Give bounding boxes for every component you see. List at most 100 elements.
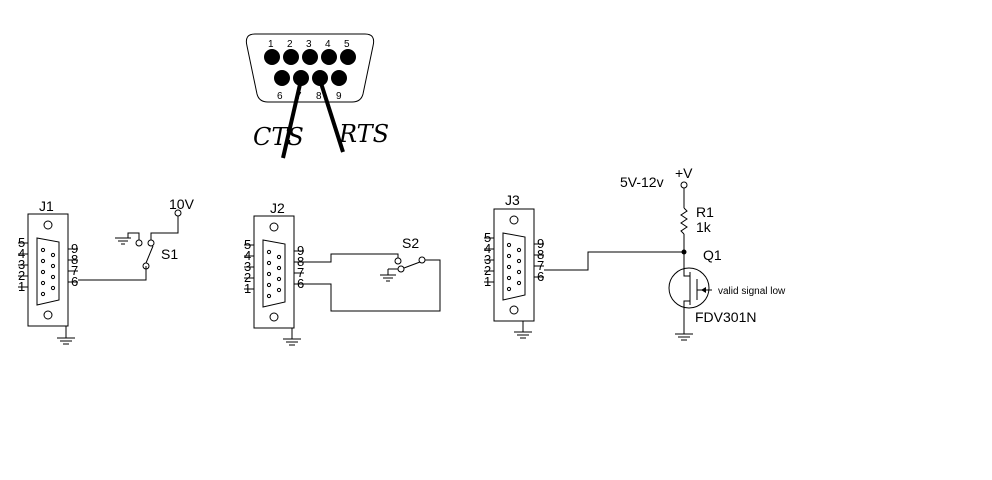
j1-body (27, 213, 69, 327)
db9-top-pin-number: 4 (325, 39, 331, 50)
j1-pin-number: 3 (18, 257, 25, 272)
j2-mount-hole (269, 312, 279, 322)
db9-pin-8 (312, 70, 328, 86)
j2-contacts (266, 249, 282, 299)
db9-pin-5 (340, 49, 356, 65)
j2-pin-number: 2 (244, 270, 251, 285)
j2-connector: J2 5 4 3 2 1 9 8 7 6 (244, 200, 441, 346)
j1-pin-number: 2 (18, 268, 25, 283)
ground-symbol (380, 274, 396, 282)
db9-pin-3 (302, 49, 318, 65)
j3-pin-number: 6 (537, 269, 544, 284)
j2-pin-number: 3 (244, 259, 251, 274)
j2-pin-number: 1 (244, 281, 251, 296)
j3-connector: J3 5 4 3 2 1 9 8 7 6 (484, 192, 684, 339)
j1-pin-number: 5 (18, 235, 25, 250)
j1-contacts (40, 247, 56, 297)
rts-wire (318, 79, 345, 153)
db9-bottom-pin-number: 9 (336, 91, 342, 102)
j2-pin-leads (244, 244, 304, 290)
j2-body (253, 215, 295, 329)
q1-circuit: 5V-12v +V R1 1k Q1 valid signal low FDV3… (620, 165, 786, 341)
ground-symbol (115, 237, 131, 245)
s1-ref-label: S1 (161, 246, 178, 262)
j3-pin-number: 9 (537, 236, 544, 251)
supply-terminal (680, 181, 688, 189)
ground-symbol (514, 321, 532, 339)
j3-ref-label: J3 (505, 192, 520, 208)
ground-symbol (675, 333, 693, 341)
db9-pin-7 (293, 70, 309, 86)
j3-body (493, 208, 535, 322)
db9-top-pin-number: 1 (268, 39, 274, 50)
j2-pin-number: 4 (244, 248, 251, 263)
j1-mount-hole (43, 310, 53, 320)
rts-label: RTS (338, 120, 389, 148)
q1-part-label: FDV301N (695, 309, 756, 325)
q1-ref-label: Q1 (703, 247, 722, 263)
db9-bottom-pin-number: 6 (277, 91, 283, 102)
s1-switch (127, 209, 182, 270)
j2-ref-label: J2 (270, 200, 285, 216)
j2-pin8-wire (304, 253, 399, 263)
j1-connector: J1 5 4 3 2 1 9 8 7 6 (18, 196, 195, 345)
j3-mount-hole (509, 215, 519, 225)
j1-pin-number: 4 (18, 246, 25, 261)
s2-switch (387, 256, 426, 275)
j3-pin-number: 8 (537, 247, 544, 262)
db9-shell-outline (245, 33, 375, 103)
signal-note: valid signal low (718, 286, 786, 297)
r1-value-label: 1k (696, 219, 712, 235)
s1-supply-label: 10V (169, 196, 195, 212)
j3-pin-number: 2 (484, 263, 491, 278)
ground-symbol (57, 326, 75, 345)
db9-top-pin-number: 2 (287, 39, 293, 50)
j2-mount-hole (269, 222, 279, 232)
r1-resistor (680, 207, 688, 235)
j3-pin-number: 7 (537, 258, 544, 273)
cts-wire (281, 79, 303, 159)
db9-pin-6 (274, 70, 290, 86)
j1-pin-number: 6 (71, 274, 78, 289)
q1-gate-arrow (701, 287, 706, 293)
j1-pin6-wire (78, 266, 147, 281)
supply-symbol-label: +V (675, 165, 693, 181)
q1-transistor-body (668, 267, 710, 309)
ground-symbol (283, 328, 301, 346)
j3-socket-outline (502, 232, 526, 301)
db9-top-pin-number: 5 (344, 39, 350, 50)
s2-ref-label: S2 (402, 235, 419, 251)
j1-pin-number: 7 (71, 263, 78, 278)
j3-mount-hole (509, 305, 519, 315)
supply-range-label: 5V-12v (620, 174, 664, 190)
j1-pin-number: 1 (18, 279, 25, 294)
j1-socket-outline (36, 237, 60, 306)
j2-socket-outline (262, 239, 286, 308)
j1-mount-hole (43, 220, 53, 230)
j3-pin-number: 3 (484, 252, 491, 267)
j1-pin-number: 9 (71, 241, 78, 256)
j3-contacts (506, 242, 522, 292)
j3-pin7-wire (544, 251, 684, 271)
db9-top-pin-number: 3 (306, 39, 312, 50)
cts-label: CTS (253, 123, 304, 151)
j2-pin6-wire (304, 259, 441, 312)
r1-ref-label: R1 (696, 204, 714, 220)
db9-pin-1 (264, 49, 280, 65)
j1-ref-label: J1 (39, 198, 54, 214)
j2-pin-number: 5 (244, 237, 251, 252)
db9-pin-9 (331, 70, 347, 86)
j3-pin-number: 4 (484, 241, 491, 256)
j1-pin-leads (18, 242, 78, 288)
db9-pin-2 (283, 49, 299, 65)
j2-pin-number: 8 (297, 254, 304, 269)
db9-bottom-pin-number: 8 (316, 91, 322, 102)
j1-pin-number: 8 (71, 252, 78, 267)
db9-pin-4 (321, 49, 337, 65)
j3-pin-leads (484, 237, 544, 283)
db9-connector-face: 1 2 3 4 5 6 7 8 9 CTS RTS (245, 33, 389, 159)
j2-pin-number: 9 (297, 243, 304, 258)
j3-pin-number: 5 (484, 230, 491, 245)
j3-pin-number: 1 (484, 274, 491, 289)
